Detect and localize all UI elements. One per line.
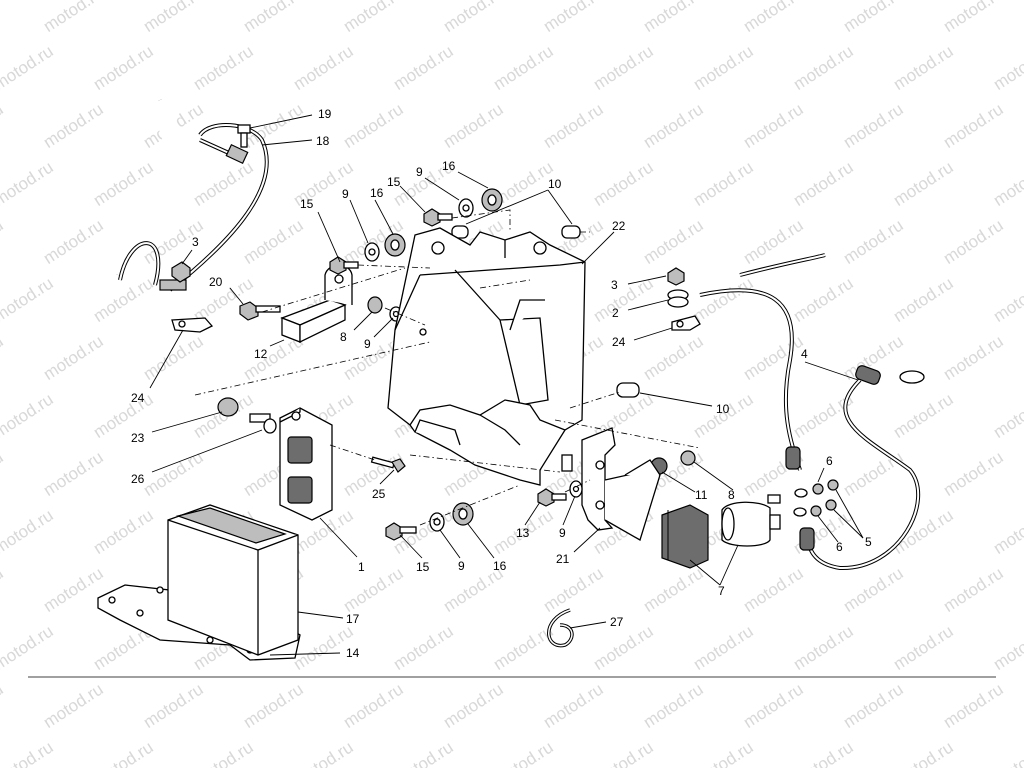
- callout-22: 22: [612, 219, 626, 233]
- callout-1: 1: [358, 560, 365, 574]
- bolt-15-lower: [385, 522, 417, 541]
- callout-21: 21: [556, 552, 570, 566]
- callout-14: 14: [346, 646, 360, 660]
- callout-15-top: 15: [387, 175, 401, 189]
- callout-17: 17: [346, 612, 360, 626]
- callout-4: 4: [801, 347, 808, 361]
- callout-8-upper: 8: [340, 330, 347, 344]
- callout-6-lower: 6: [836, 540, 843, 554]
- callout-10-right: 10: [716, 402, 730, 416]
- callout-15-lower: 15: [416, 560, 430, 574]
- bracket-21: [581, 427, 661, 541]
- callout-24-right: 24: [612, 335, 626, 349]
- callout-12: 12: [254, 347, 268, 361]
- terminal-24-left: [171, 317, 214, 333]
- callout-23: 23: [131, 431, 145, 445]
- washer-2: [667, 289, 689, 308]
- nut-8-upper: [367, 296, 383, 314]
- callout-11: 11: [695, 488, 708, 502]
- washer-9-lower-right: [569, 480, 583, 498]
- bushing-16-upper-left: [384, 233, 406, 257]
- callout-10-top: 10: [548, 177, 562, 191]
- callout-15-upper-left: 15: [300, 197, 314, 211]
- callout-9-mid: 9: [364, 337, 371, 351]
- relay-7: [661, 494, 781, 569]
- washer-9-lower: [429, 512, 445, 532]
- bolt-13: [537, 488, 567, 507]
- screw-26: [249, 413, 277, 434]
- left-ground-cable: [109, 97, 269, 292]
- washer-9-top: [458, 198, 474, 218]
- callout-numbers: 19 18 3 20 24 12 15 9 16 8 9 15 9 16 10 …: [131, 107, 872, 660]
- callout-3-left: 3: [192, 235, 199, 249]
- bushing-16-lower: [452, 502, 474, 526]
- callout-16-lower: 16: [493, 559, 507, 573]
- callout-24-left: 24: [131, 391, 145, 405]
- callout-16-upper-left: 16: [370, 186, 384, 200]
- leader-lines: [149, 114, 864, 656]
- screw-25: [370, 456, 406, 473]
- callout-13: 13: [516, 526, 530, 540]
- callout-3-right: 3: [611, 278, 618, 292]
- control-unit-1: [279, 407, 333, 521]
- spacer-10-top-b: [561, 225, 581, 239]
- callout-26: 26: [131, 472, 145, 486]
- callout-6-upper: 6: [826, 454, 833, 468]
- nut-8-right: [680, 450, 696, 466]
- bolt-15-upper-left: [329, 256, 359, 275]
- callout-5: 5: [865, 535, 872, 549]
- battery-17: [167, 504, 299, 656]
- callout-8-right: 8: [728, 488, 735, 502]
- callout-7: 7: [718, 584, 725, 598]
- callout-16-top: 16: [442, 159, 456, 173]
- right-cable-4: [699, 253, 925, 571]
- callout-20: 20: [209, 275, 223, 289]
- washer-9-upper-left: [364, 242, 380, 262]
- bolt-20: [239, 301, 281, 321]
- callout-9-lower-right: 9: [559, 526, 566, 540]
- assembly-lines: [194, 209, 701, 526]
- bushing-16-top: [481, 188, 503, 212]
- nut-3-right: [667, 267, 685, 286]
- spacer-10-right: [616, 382, 640, 398]
- callout-25: 25: [372, 487, 386, 501]
- terminal-24-right: [671, 315, 701, 331]
- callout-9-upper-left: 9: [342, 187, 349, 201]
- callout-19: 19: [318, 107, 332, 121]
- callout-2: 2: [612, 306, 619, 320]
- callout-18: 18: [316, 134, 330, 148]
- clip-27: [547, 608, 574, 648]
- bushing-23: [217, 397, 239, 417]
- callout-27: 27: [610, 615, 624, 629]
- frame-22: [387, 227, 586, 486]
- spacer-10-top-a: [451, 225, 469, 239]
- nut-3-left: [171, 261, 191, 283]
- bolt-19: [237, 124, 251, 148]
- callout-9-lower: 9: [458, 559, 465, 573]
- nuts-6-5: [810, 479, 839, 517]
- callout-9-top: 9: [416, 165, 423, 179]
- bolt-15-top: [423, 208, 453, 227]
